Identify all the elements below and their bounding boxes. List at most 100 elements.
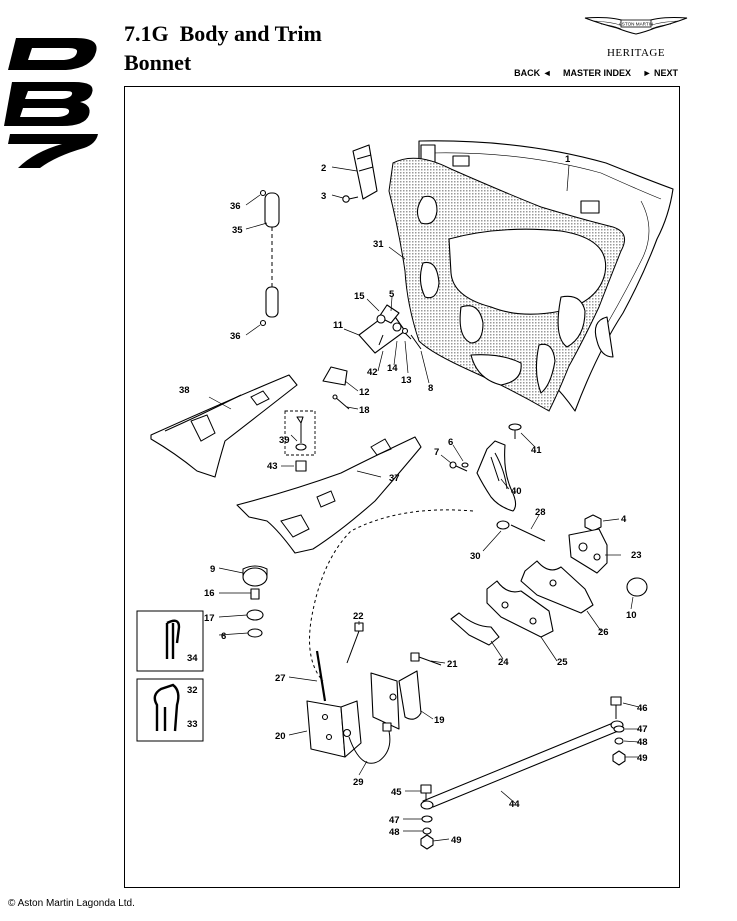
db7-logo — [4, 38, 98, 168]
push-rivet-41 — [508, 423, 522, 439]
washer-48-left — [422, 827, 432, 835]
callout-26: 26 — [598, 627, 609, 638]
callout-44: 44 — [509, 799, 520, 810]
latch-plate-26 — [520, 560, 594, 614]
callout-48-right: 48 — [637, 737, 648, 748]
nut-49-right — [612, 750, 626, 766]
callout-49-left: 49 — [451, 835, 462, 846]
gas-strut — [259, 189, 280, 327]
callout-5: 5 — [389, 289, 395, 300]
seal-inset-34 — [136, 610, 204, 672]
callout-27: 27 — [275, 673, 286, 684]
callout-7: 7 — [434, 447, 439, 458]
callout-25: 25 — [557, 657, 568, 668]
master-index-link[interactable]: MASTER INDEX — [563, 68, 632, 78]
washer-6-lower — [247, 628, 263, 638]
stay-bar-44 — [420, 720, 624, 810]
callout-21: 21 — [447, 659, 458, 670]
callout-29: 29 — [353, 777, 364, 788]
callout-46: 46 — [637, 703, 648, 714]
callout-8: 8 — [428, 383, 433, 394]
next-link[interactable]: ► NEXT — [642, 68, 678, 78]
hinge-assembly — [358, 304, 422, 354]
callout-41: 41 — [531, 445, 542, 456]
callout-24: 24 — [498, 657, 509, 668]
callout-18: 18 — [359, 405, 370, 416]
leader-lines — [208, 164, 640, 842]
diagram-canvas: 1 2 3 4 5 6 6 7 8 9 10 11 12 13 14 15 16… — [136, 140, 674, 850]
callout-23: 23 — [631, 550, 642, 561]
aston-martin-wings-logo: ASTON MARTIN — [584, 17, 688, 35]
callout-36-lower: 36 — [230, 331, 241, 342]
section-number: 7.1G — [124, 21, 169, 46]
exploded-parts-diagram: 1 2 3 4 5 6 6 7 8 9 10 11 12 13 14 15 16… — [124, 86, 680, 888]
callout-45: 45 — [391, 787, 402, 798]
bolt-46 — [610, 696, 622, 719]
callout-9: 9 — [210, 564, 215, 575]
callout-2: 2 — [321, 163, 326, 174]
callout-6-upper: 6 — [448, 437, 453, 448]
bolt-16 — [250, 588, 260, 600]
stud-assembly — [284, 410, 316, 472]
callout-47-right: 47 — [637, 724, 648, 735]
callout-20: 20 — [275, 731, 286, 742]
earth-cable-29 — [348, 722, 392, 764]
callout-36-upper: 36 — [230, 201, 241, 212]
nut-49-left — [420, 834, 434, 850]
callout-39: 39 — [279, 435, 290, 446]
bolt-45 — [420, 784, 432, 801]
bolt-7 — [449, 461, 468, 472]
latch-plate-25 — [486, 580, 554, 638]
callout-32: 32 — [187, 685, 198, 696]
callout-33: 33 — [187, 719, 198, 730]
left-undertray-panel — [150, 374, 298, 478]
center-undertray-panel — [236, 436, 422, 554]
striker-bracket-19 — [370, 670, 422, 730]
hinge-bracket — [352, 144, 378, 200]
callout-47-left: 47 — [389, 815, 400, 826]
clip-12 — [322, 366, 348, 386]
callout-42: 42 — [367, 367, 378, 378]
bolt-21 — [410, 652, 442, 666]
callout-12: 12 — [359, 387, 370, 398]
washer-48-right — [614, 737, 624, 745]
cap-10 — [626, 577, 648, 597]
page-title: 7.1G Body and Trim — [124, 21, 322, 47]
washer-6-upper — [461, 462, 469, 468]
brand-wordmark: ASTON MARTIN — [619, 22, 654, 27]
bonnet-insulation-pad — [388, 157, 626, 412]
release-cable — [309, 509, 546, 682]
mounting-bracket-20 — [306, 700, 362, 758]
back-link[interactable]: BACK ◄ — [514, 68, 552, 78]
callout-10: 10 — [626, 610, 637, 621]
callout-31: 31 — [373, 239, 384, 250]
callout-38: 38 — [179, 385, 190, 396]
heritage-label: HERITAGE — [606, 47, 666, 59]
callout-6-lower: 6 — [221, 631, 226, 642]
seal-inset-32-33 — [136, 678, 204, 742]
callout-4: 4 — [621, 514, 627, 525]
callout-43: 43 — [267, 461, 278, 472]
callout-37: 37 — [389, 473, 400, 484]
rubber-buffer-9 — [242, 565, 268, 587]
page-subtitle: Bonnet — [124, 50, 192, 75]
bracket-40 — [476, 440, 517, 512]
callout-48-left: 48 — [389, 827, 400, 838]
copyright-footer: © Aston Martin Lagonda Ltd. — [8, 898, 135, 909]
callout-1: 1 — [565, 154, 571, 165]
screw-18 — [332, 394, 350, 410]
callout-11: 11 — [333, 320, 344, 331]
callout-35: 35 — [232, 225, 243, 236]
callout-28: 28 — [535, 507, 546, 518]
washer-47-left — [421, 815, 433, 823]
callout-22: 22 — [353, 611, 364, 622]
callout-3: 3 — [321, 191, 326, 202]
bolt-3 — [342, 195, 359, 203]
washer-47-right — [613, 725, 625, 733]
callout-40: 40 — [511, 486, 522, 497]
callout-34: 34 — [187, 653, 198, 664]
callout-17: 17 — [204, 613, 215, 624]
callout-49-right: 49 — [637, 753, 648, 764]
callout-13: 13 — [401, 375, 412, 386]
nut-4 — [584, 514, 602, 532]
